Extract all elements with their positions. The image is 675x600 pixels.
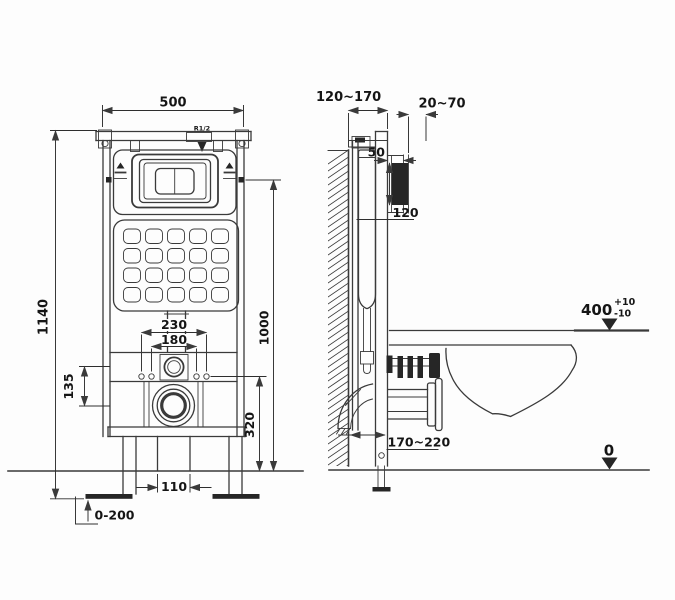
dim-frame-width: 500 [101,96,245,127]
dim-overall-height: 1140 [37,129,97,500]
rod-nut [407,356,413,378]
dim-label-inlet-thread: R1/2 [194,125,210,133]
support-legs [85,435,260,499]
bottom-rail [107,426,246,472]
access-panel [112,219,240,312]
floor-level-marker: 0 [601,442,618,470]
adjustable-foot-side [372,487,391,492]
upper-crossbar [109,351,238,383]
dim-label-bolt-inner: 180 [161,332,187,347]
level-mark-left [114,162,127,179]
dim-label-overall-height: 1140 [37,299,52,335]
fixing-rods [386,353,440,378]
dim-frame-depth: 120~170 [316,90,389,147]
dim-outlet-wall-distance: 170~220 [338,431,451,451]
rod-nut [397,356,403,378]
water-inlet-elbow [159,354,189,381]
water-inlet-connection: R1/2 [186,125,212,152]
dim-label-housing-depth: 50 [368,145,386,160]
dim-label-frame-width: 500 [159,96,186,111]
dim-plate-height: 1000 [245,179,281,472]
fixing-bolt-hole [138,373,145,380]
fixing-bolt-hole [148,373,155,380]
dim-feet-adjust: 0-200 [75,496,135,525]
dim-wall-finish: 20~70 [396,97,466,153]
toilet-bowl [388,329,578,418]
outlet-connector [387,377,443,432]
mounting-frame [95,129,252,438]
side-view: 120~170 20~70 50 [316,90,650,492]
dim-inlet-outlet-offset: 135 [61,365,110,407]
level-triangle-icon [601,457,618,470]
hanger-bracket-right [235,129,249,149]
level-triangle-icon [601,318,618,331]
dim-label-offset-135: 135 [61,373,76,399]
drain-elbow [335,383,374,435]
side-frame [348,130,391,492]
dim-label-seat-height: 400 [581,301,612,319]
dim-label-frame-depth: 120~170 [316,90,381,105]
level-mark-right [223,162,236,179]
adjustable-foot-right [212,494,260,499]
dim-label-plate-side-height: 120 [393,205,419,220]
adjustable-foot-left [85,494,133,499]
fixing-bolt-hole [203,373,210,380]
dim-plate-side-height: 120 [356,162,419,220]
wall-section [327,149,350,467]
front-view: 500 R1/2 [7,96,304,525]
dim-bolt-spacing-inner: 180 [150,332,198,372]
dim-label-outlet-height: 320 [242,412,257,438]
outlet-flange [426,382,437,427]
dim-label-wall-finish: 20~70 [419,97,466,112]
dim-plate-housing-depth: 50 [368,145,416,165]
flush-plate-recess [131,153,219,209]
dim-label-feet-adjust: 0-200 [95,508,135,523]
fixing-bolt-hole [193,373,200,380]
dim-label-plate-height: 1000 [257,310,272,345]
dim-label-seat-tol-plus: +10 [614,297,636,308]
rod-nut [417,356,423,378]
dim-label-floor-level: 0 [604,442,614,460]
waste-outlet [143,381,204,428]
leg-bolt-hole [378,452,385,459]
inlet-arrow-icon [197,142,207,152]
seat-height-level-marker: 400 +10 -10 [573,297,650,332]
flush-plate [138,158,212,204]
flush-plate-side [387,154,409,214]
dim-outlet-height: 320 [210,375,267,472]
dim-drain-width: 110 [136,474,212,494]
dim-label-bolt-outer: 230 [161,317,187,332]
dim-label-outlet-distance: 170~220 [388,435,451,450]
cistern-side [357,149,377,374]
dim-label-seat-tol-minus: -10 [614,309,632,320]
wall-hatch-pattern [328,150,349,466]
access-panel-grid [123,228,229,303]
hanger-bracket-left [98,129,112,149]
cistern-tank [106,149,244,216]
dim-label-drain-width: 110 [161,479,187,494]
